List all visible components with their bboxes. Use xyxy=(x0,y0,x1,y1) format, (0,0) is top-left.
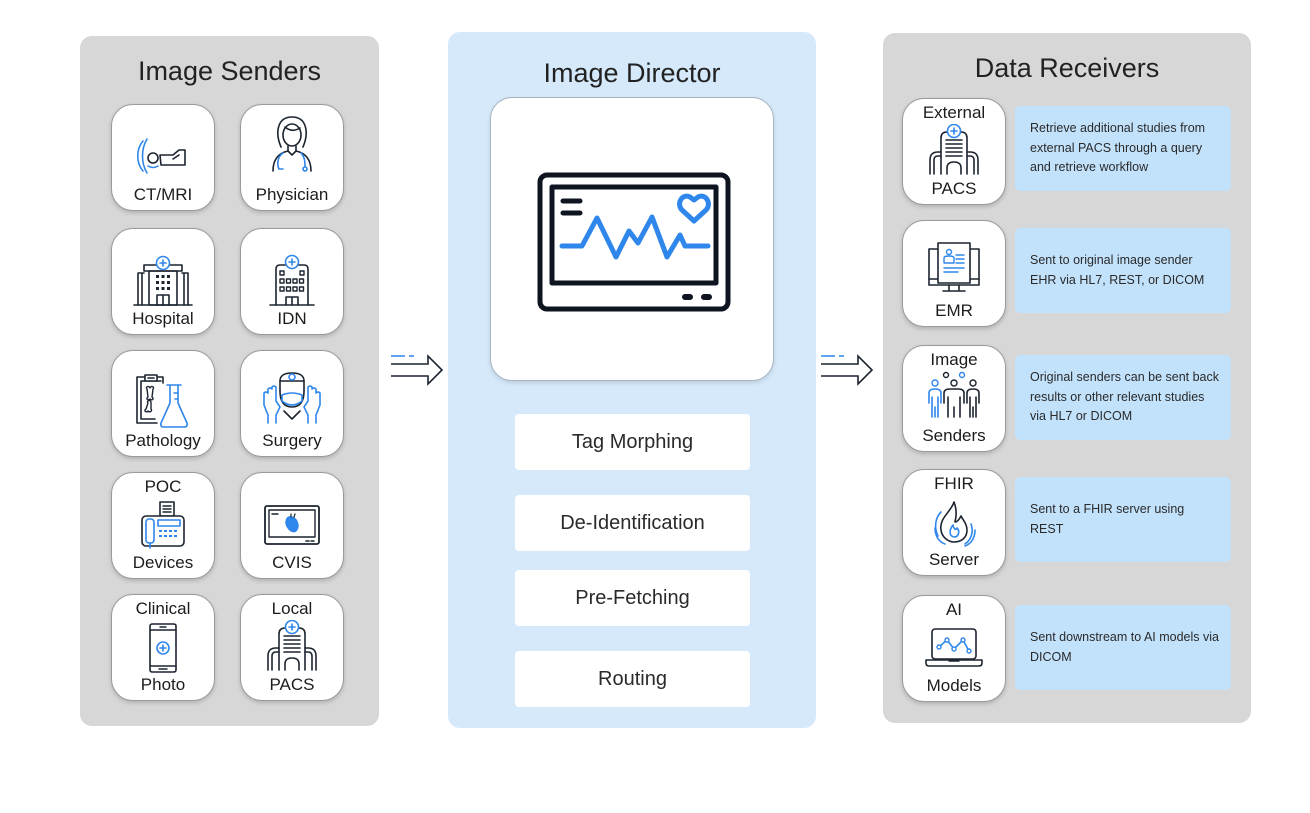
sender-card-clinical-photo[interactable]: Clinical Photo xyxy=(111,594,215,701)
physician-icon xyxy=(272,116,312,172)
card-label: IDN xyxy=(277,309,307,328)
image-senders-panel: Image Senders CT/MRI Physician xyxy=(80,36,379,726)
sender-card-physician[interactable]: Physician xyxy=(240,104,344,211)
card-label: Clinical xyxy=(135,599,191,618)
receiver-card-ai-models[interactable]: AI Models xyxy=(902,595,1006,702)
receiver-description: Original senders can be sent back result… xyxy=(1015,355,1231,440)
receiver-card-image-senders[interactable]: Image Senders xyxy=(902,345,1006,452)
pacs-building-icon xyxy=(267,620,317,671)
sender-card-local-pacs[interactable]: Local PACS xyxy=(240,594,344,701)
card-label: AI xyxy=(945,600,963,619)
people-group-icon xyxy=(928,371,980,418)
card-label: POC xyxy=(144,477,182,496)
data-receivers-panel: Data Receivers External PACS Retrieve ad… xyxy=(883,33,1251,723)
receiver-description: Sent downstream to AI models via DICOM xyxy=(1015,605,1231,690)
card-label: Models xyxy=(926,676,982,695)
receiver-card-external-pacs[interactable]: External PACS xyxy=(902,98,1006,205)
feature-pre-fetching: Pre-Fetching xyxy=(515,570,750,626)
panel-title: Data Receivers xyxy=(974,53,1160,83)
card-label: FHIR xyxy=(934,474,974,493)
idn-building-icon xyxy=(269,254,315,306)
emr-computer-icon xyxy=(928,242,980,292)
card-label: PACS xyxy=(269,675,315,694)
feature-de-identification: De-Identification xyxy=(515,495,750,551)
hospital-icon xyxy=(133,255,193,306)
sender-card-ct-mri[interactable]: CT/MRI xyxy=(111,104,215,211)
card-label: Image xyxy=(930,350,978,369)
sender-card-idn[interactable]: IDN xyxy=(240,228,344,335)
card-label: Photo xyxy=(140,675,186,694)
phone-icon xyxy=(149,623,177,673)
cvis-monitor-icon xyxy=(264,505,320,545)
card-label: CVIS xyxy=(272,553,312,572)
receiver-description: Sent to a FHIR server using REST xyxy=(1015,477,1231,562)
ai-laptop-icon xyxy=(925,628,983,667)
sender-card-poc-devices[interactable]: POC Devices xyxy=(111,472,215,579)
surgeon-icon xyxy=(263,372,321,424)
panel-title: Image Senders xyxy=(137,56,322,86)
receiver-card-emr[interactable]: EMR xyxy=(902,220,1006,327)
card-label: External xyxy=(922,103,986,122)
poc-device-icon xyxy=(141,501,185,549)
card-label: Physician xyxy=(255,185,329,204)
fhir-flame-icon xyxy=(934,501,976,547)
feature-routing: Routing xyxy=(515,651,750,707)
sender-card-pathology[interactable]: Pathology xyxy=(111,350,215,457)
card-label: Hospital xyxy=(132,309,194,328)
receiver-description: Retrieve additional studies from externa… xyxy=(1015,106,1231,191)
sender-card-surgery[interactable]: Surgery xyxy=(240,350,344,457)
receiver-card-fhir-server[interactable]: FHIR Server xyxy=(902,469,1006,576)
image-director-card xyxy=(490,97,774,381)
card-label: Devices xyxy=(132,553,194,572)
card-label: Senders xyxy=(922,426,986,445)
heart-monitor-icon xyxy=(537,172,731,312)
ct-scanner-icon xyxy=(136,138,186,174)
receiver-description: Sent to original image sender EHR via HL… xyxy=(1015,228,1231,313)
panel-title: Image Director xyxy=(543,58,721,88)
card-label: Local xyxy=(271,599,313,618)
card-label: Pathology xyxy=(125,431,201,450)
flow-arrow-icon xyxy=(821,354,874,386)
card-label: CT/MRI xyxy=(133,185,193,204)
card-label: Server xyxy=(928,550,980,569)
card-label: EMR xyxy=(935,301,973,320)
feature-tag-morphing: Tag Morphing xyxy=(515,414,750,470)
flow-arrow-icon xyxy=(391,354,444,386)
pacs-building-icon xyxy=(929,124,979,175)
sender-card-hospital[interactable]: Hospital xyxy=(111,228,215,335)
card-label: PACS xyxy=(931,179,977,198)
image-director-panel: Image Director Tag Morphing De-Identific… xyxy=(448,32,816,728)
pathology-icon xyxy=(136,374,188,428)
card-label: Surgery xyxy=(262,431,322,450)
sender-card-cvis[interactable]: CVIS xyxy=(240,472,344,579)
